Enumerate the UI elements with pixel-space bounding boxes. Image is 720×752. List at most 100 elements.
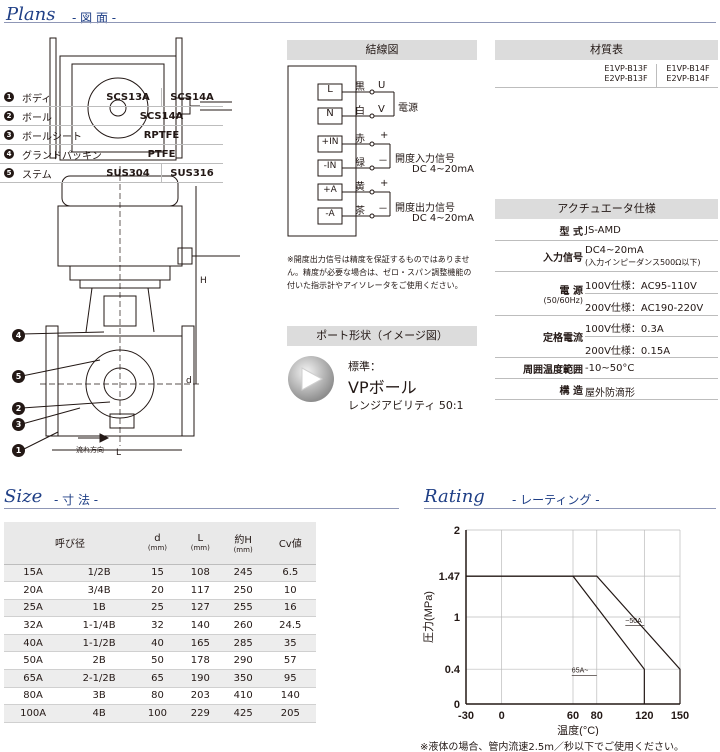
size-table-header: 呼び径 d(mm) L(mm) 約H(mm) Cv値 — [4, 522, 316, 565]
materials-header-divider — [656, 64, 657, 87]
callout-3: 3 — [12, 418, 25, 431]
material-name-4: グランドパッキン — [22, 150, 102, 162]
input-signal-label: 開度入力信号 — [395, 154, 455, 165]
wire-label-1: U — [378, 80, 386, 91]
wiring-diagram — [287, 65, 395, 237]
spec-structure-value: 屋外防滴形 — [585, 388, 635, 399]
size-cell: 16 — [264, 599, 316, 618]
series-label-50a: ~50A — [625, 618, 642, 625]
spec-row-current: 定格電流 100V仕様：0.3A 200V仕様：0.15A — [495, 316, 718, 358]
materials-model-col2: E1VP-B14F E2VP-B14F — [657, 64, 719, 84]
material-no-4: 4 — [4, 149, 14, 159]
spec-row-model: 型 式 JS-AMD — [495, 221, 718, 241]
size-header: Size - 寸 法 - — [4, 486, 399, 510]
size-cell: 25 — [136, 599, 179, 618]
size-cell: 15 — [136, 564, 179, 583]
plans-title: Plans — [6, 4, 56, 25]
header-d-label: d — [154, 533, 161, 545]
y-tick-label: 1.47 — [439, 571, 460, 583]
y-tick-label: 1 — [454, 612, 460, 624]
x-tick-label: 80 — [591, 710, 603, 722]
spec-row-power: 電 源 (50/60Hz) 100V仕様：AC95-110V 200V仕様：AC… — [495, 272, 718, 316]
materials-model-col1: E1VP-B13F E2VP-B13F — [595, 64, 657, 84]
size-cell: 2-1/2B — [62, 669, 137, 688]
size-cell: 260 — [221, 616, 265, 635]
size-cell: 190 — [178, 669, 222, 688]
size-cell: 1-1/4B — [62, 616, 137, 635]
wire-label-5: + — [380, 178, 389, 189]
callout-1: 1 — [12, 444, 25, 457]
terminal-minus-a: -A — [325, 209, 335, 219]
header-H-unit: (mm) — [233, 546, 253, 555]
size-cell: 65 — [136, 669, 179, 688]
size-cell: 290 — [221, 651, 265, 671]
dim-L-label: L — [116, 448, 122, 458]
material-no-2: 2 — [4, 111, 14, 121]
wire-label-4: － — [378, 156, 388, 167]
material-no-1: 1 — [4, 92, 14, 102]
size-cell: 350 — [221, 669, 265, 688]
wire-label-6: － — [378, 204, 388, 215]
size-cell: 108 — [178, 564, 222, 583]
port-standard: 標準： — [348, 360, 381, 373]
material-value-3: RPTFE — [143, 129, 180, 141]
series-line-1 — [466, 575, 645, 704]
material-no-3: 3 — [4, 130, 14, 140]
size-cell: 15A — [4, 564, 63, 583]
wiring-title: 結線図 — [287, 40, 477, 60]
y-tick-label: 0 — [454, 699, 460, 711]
size-cell: 6.5 — [264, 564, 316, 583]
spec-row-input: 入力信号 DC4~20mA (入力インピーダンス500Ω以下) — [495, 241, 718, 272]
header-d: d(mm) — [136, 522, 179, 565]
model-col1-line1: E1VP-B13F — [604, 64, 648, 73]
size-cell: 3/4B — [62, 581, 137, 600]
y-tick-label: 0.4 — [445, 664, 461, 676]
callout-4: 4 — [12, 329, 25, 342]
size-cell: 1B — [62, 599, 137, 618]
materials-title: 材質表 — [495, 40, 718, 60]
vp-ball-icon — [288, 356, 334, 402]
size-cell: 165 — [178, 634, 222, 653]
size-cell: 40A — [4, 634, 63, 653]
header-nominal: 呼び径 — [4, 522, 137, 565]
model-col2-line2: E2VP-B14F — [666, 74, 710, 83]
material-no-5: 5 — [4, 168, 14, 178]
material-name-5: ステム — [22, 169, 52, 181]
rating-rule — [424, 508, 716, 509]
spec-current-200v: 200V仕様：0.15A — [585, 346, 671, 357]
size-cell: 100 — [136, 704, 179, 723]
wiring-note: ※開度出力信号は精度を保証するものではありません。精度が必要な場合は、ゼロ・スパ… — [287, 255, 472, 290]
input-signal-range: DC 4~20mA — [412, 164, 474, 175]
size-cell: 10 — [264, 581, 316, 600]
model-col2-line1: E1VP-B14F — [666, 64, 710, 73]
port-range: レンジアビリティ 50:1 — [348, 399, 464, 412]
size-cell: 1/2B — [62, 564, 137, 583]
size-cell: 25A — [4, 599, 63, 618]
size-cell: 20A — [4, 581, 63, 600]
power-label: 電源 — [398, 103, 418, 114]
wire-color-1: 黒 — [355, 82, 365, 93]
spec-temp-label: 周囲温度範囲 — [523, 364, 583, 376]
y-tick-label: 2 — [454, 525, 460, 537]
material-value-1a: SCS13A — [106, 91, 150, 103]
port-name: VPボール — [348, 378, 417, 397]
size-cell: 245 — [221, 564, 265, 583]
x-tick-label: 150 — [671, 710, 689, 722]
wire-color-3: 赤 — [355, 134, 365, 145]
size-cell: 95 — [264, 669, 316, 688]
spec-input-value: DC4~20mA — [585, 245, 644, 256]
